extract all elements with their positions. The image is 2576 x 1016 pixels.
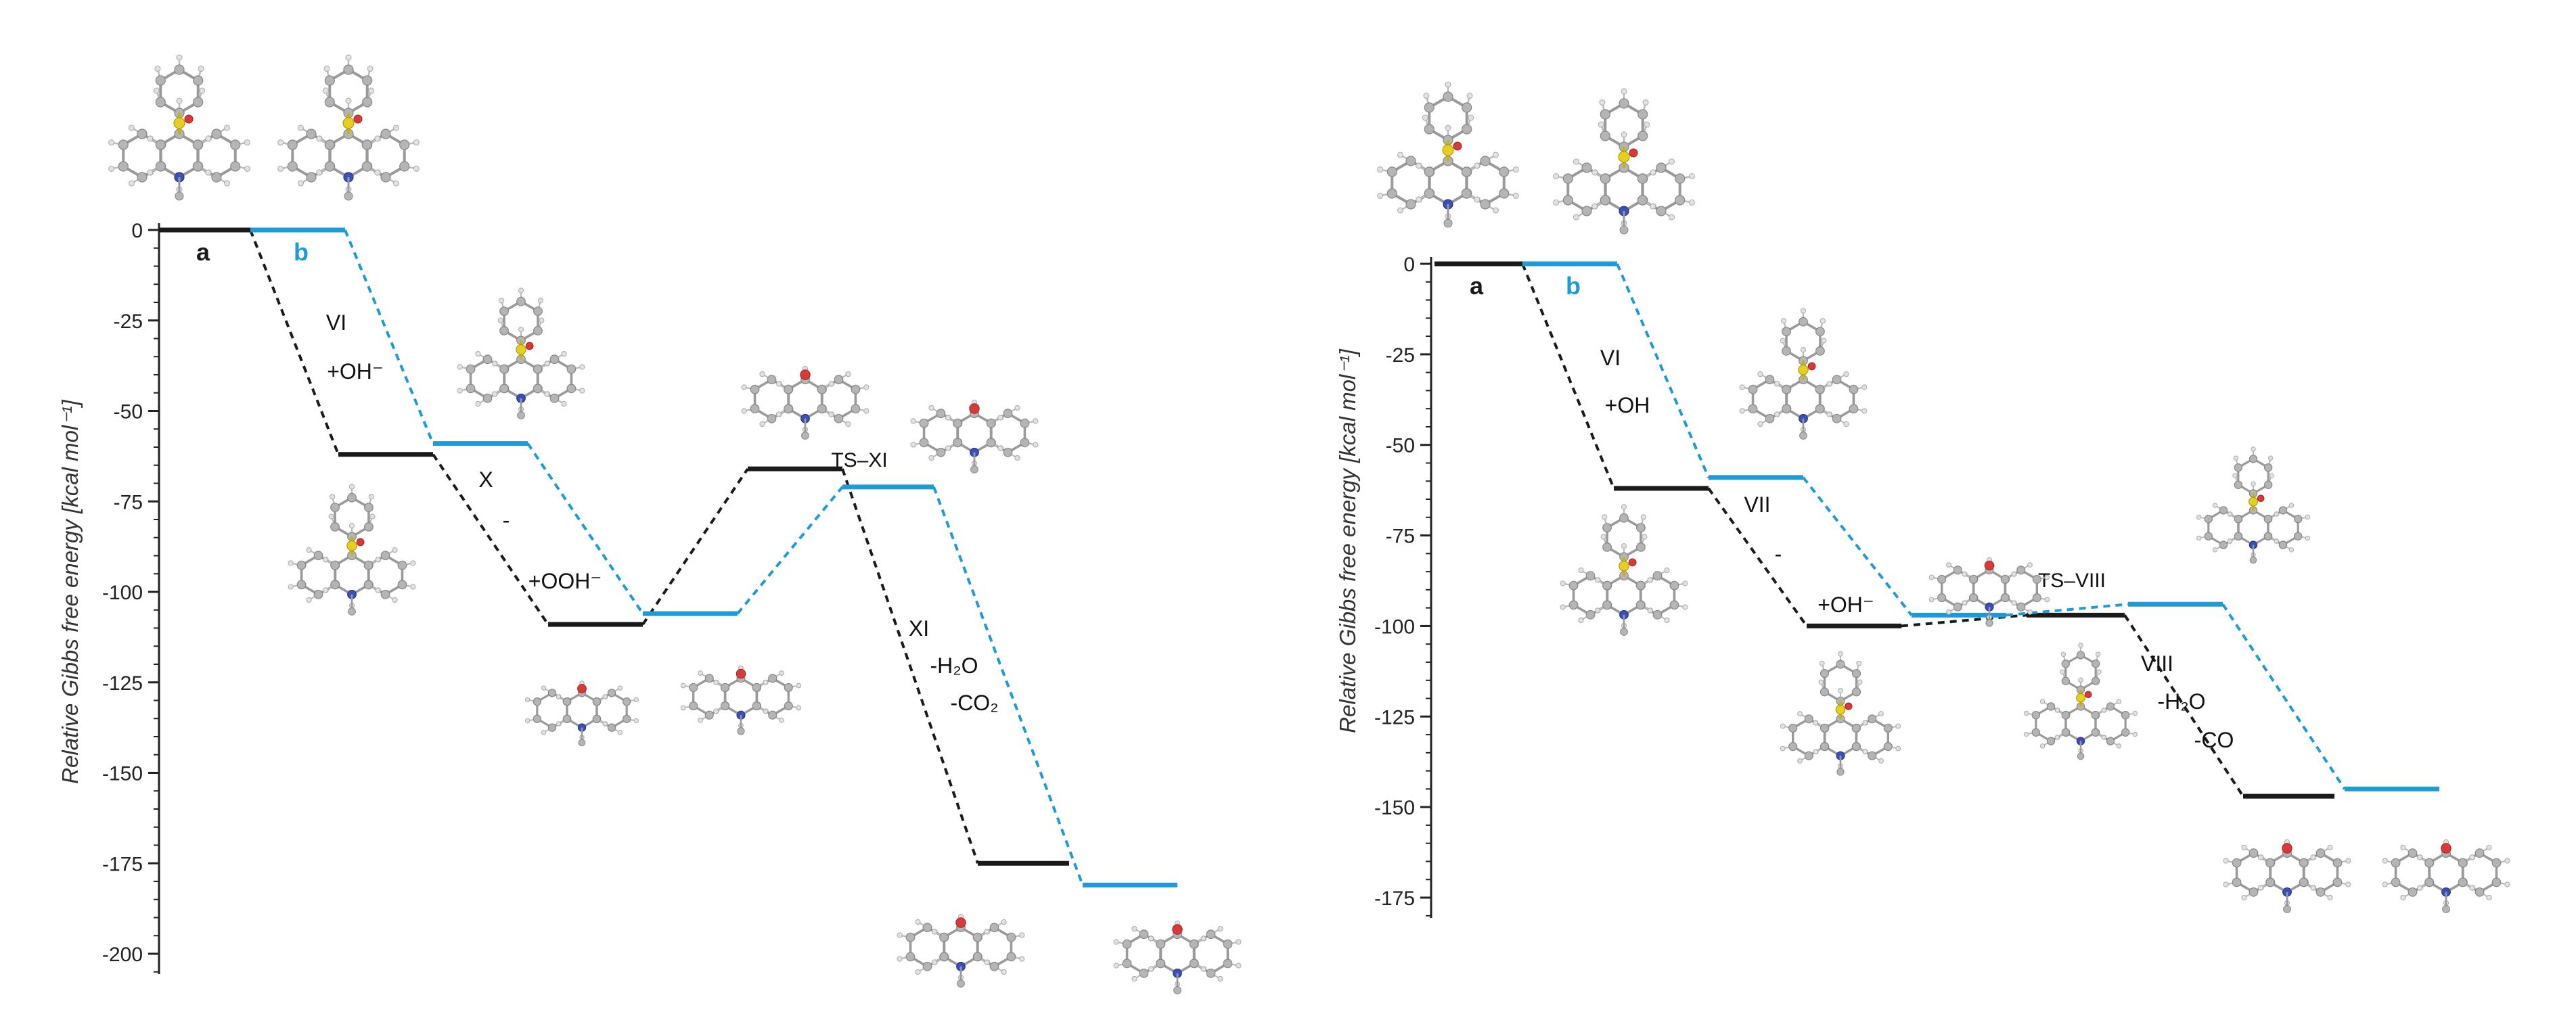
left-y-tick-label: 0 <box>131 220 143 242</box>
left-annotation-x: X <box>478 467 493 492</box>
right-y-tick-label: -25 <box>1386 344 1415 367</box>
molecule-icon <box>2023 643 2138 760</box>
molecule-icon <box>2382 839 2510 913</box>
molecule-icon <box>288 484 416 616</box>
left-y-axis: 0 -25 -50 -75 -100 -125 -150 -175 -200 <box>102 220 160 974</box>
right-series-b-connector <box>2006 603 2129 617</box>
right-y-tick-label: 0 <box>1403 254 1415 276</box>
left-series-b-connector <box>344 229 434 444</box>
molecule-icon <box>524 680 639 747</box>
molecule-icon <box>1739 308 1868 440</box>
molecule-icon <box>457 287 585 419</box>
molecule-icon <box>2196 446 2311 564</box>
right-y-tick-label: -175 <box>1374 887 1415 910</box>
left-annotation-oh: +OH⁻ <box>327 359 384 384</box>
right-series-b-connector <box>2221 603 2346 790</box>
right-annotation-vii: VII <box>1744 492 1770 517</box>
left-annotation-xi: XI <box>909 616 929 641</box>
left-series-a-connector <box>841 468 979 864</box>
right-y-tick-label: -75 <box>1386 526 1415 548</box>
right-annotation-oh: +OH <box>1605 393 1650 417</box>
molecule-icon <box>680 665 802 735</box>
right-y-tick-label: -125 <box>1374 706 1415 729</box>
left-series-a-label: a <box>196 238 210 266</box>
right-series-b-connector <box>1802 476 1913 616</box>
molecule-icon <box>2223 839 2351 913</box>
right-series-a-connector <box>1901 614 2027 628</box>
molecule-icon <box>1553 88 1695 235</box>
left-y-tick-label: -100 <box>102 582 143 604</box>
molecular-structures <box>108 54 2510 994</box>
left-series-a-connector <box>641 467 749 626</box>
molecule-icon <box>897 913 1025 988</box>
molecule-icon <box>277 54 420 201</box>
right-series-a-connector <box>1521 263 1615 489</box>
left-annotation-co2: -CO₂ <box>950 691 998 715</box>
right-annotation-co: -CO <box>2194 728 2234 752</box>
molecule-icon <box>1928 557 2050 627</box>
right-y-tick-label: -100 <box>1374 616 1415 638</box>
right-y-tick-label: -150 <box>1374 797 1415 819</box>
left-series-b-label: b <box>294 238 309 266</box>
left-annotation-dash: - <box>503 508 510 532</box>
left-y-tick-label: -150 <box>102 763 143 785</box>
left-series-a-connector <box>432 453 549 626</box>
molecule-icon <box>1377 81 1519 228</box>
right-series-b-connector <box>1616 263 1710 478</box>
left-y-tick-label: -175 <box>102 853 143 875</box>
right-annotation-dash: - <box>1775 542 1782 566</box>
left-y-tick-label: -25 <box>114 310 143 333</box>
right-series-a-connector <box>1707 487 1808 627</box>
right-y-axis: 0 -25 -50 -75 -100 -125 -150 -175 <box>1374 254 1432 918</box>
left-series-a-connector <box>249 229 340 455</box>
right-annotation-h2o: -H₂O <box>2157 689 2205 714</box>
left-annotation-ooh: +OOH⁻ <box>528 569 602 593</box>
left-energy-profile: 0 -25 -50 -75 -100 -125 -150 -175 -200 Relative … <box>58 220 1177 974</box>
right-annotation-viii: VIII <box>2141 651 2173 676</box>
right-series-b-label: b <box>1566 272 1581 300</box>
left-series-b-connector <box>736 486 844 615</box>
right-y-tick-label: -50 <box>1386 435 1415 457</box>
left-series-b-connector <box>526 442 644 615</box>
molecule-icon <box>1780 651 1901 776</box>
right-energy-profile: 0 -25 -50 -75 -100 -125 -150 -175 Relative Gibb… <box>1335 254 2439 918</box>
left-annotation-h2o: -H₂O <box>930 653 978 678</box>
molecule-icon <box>108 54 250 201</box>
right-profile-marks <box>1434 261 2439 799</box>
molecule-icon <box>741 365 869 440</box>
left-annotation-vi: VI <box>326 310 346 335</box>
left-series-b-connector <box>932 486 1084 886</box>
right-annotation-vi: VI <box>1600 346 1621 370</box>
left-y-tick-label: -200 <box>102 944 143 966</box>
left-y-tick-label: -75 <box>114 491 143 513</box>
right-annotation-ts-viii: TS–VIII <box>2038 570 2106 592</box>
left-y-axis-label: Relative Gibbs free energy [kcal mol⁻¹] <box>58 399 83 783</box>
left-y-tick-label: -125 <box>102 672 143 695</box>
left-annotation-ts-xi: TS–XI <box>831 449 887 471</box>
right-y-axis-label: Relative Gibbs free energy [kcal mol⁻¹] <box>1335 348 1360 733</box>
left-y-tick-label: -50 <box>114 401 143 423</box>
right-series-a-label: a <box>1470 272 1484 300</box>
molecule-icon <box>1560 504 1688 636</box>
left-profile-marks <box>159 227 1177 887</box>
molecule-icon <box>1113 920 1242 994</box>
right-annotation-oh-minus: +OH⁻ <box>1817 593 1874 617</box>
molecule-icon <box>910 399 1039 474</box>
